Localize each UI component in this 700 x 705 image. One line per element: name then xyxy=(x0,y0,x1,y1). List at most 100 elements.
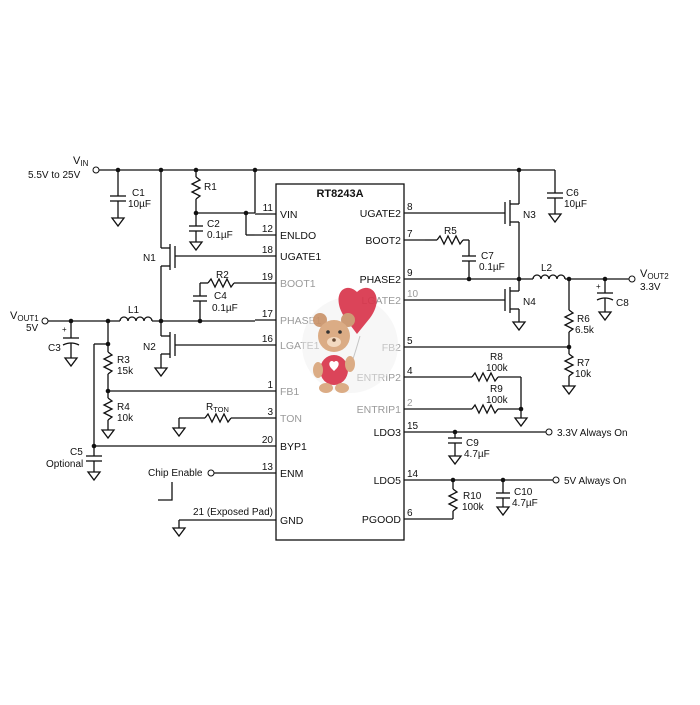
l2-name: L2 xyxy=(541,263,553,274)
r10-name: R10 xyxy=(463,491,482,502)
junction-dot xyxy=(243,210,249,216)
resistor-r5 xyxy=(425,234,469,246)
gnd-wire xyxy=(171,519,255,538)
pin-number: 21 (Exposed Pad) xyxy=(193,507,273,518)
resistor-r9 xyxy=(425,403,529,428)
r10-value: 100k xyxy=(462,502,485,513)
capacitor-c9 xyxy=(447,432,463,466)
c1-name: C1 xyxy=(132,188,145,199)
pin-number: 15 xyxy=(407,421,419,432)
pin-number: 11 xyxy=(263,203,274,214)
capacitor-c2 xyxy=(188,213,204,252)
c2-name: C2 xyxy=(207,219,220,230)
pin-number: 4 xyxy=(407,366,413,377)
ldo3-output-label: 3.3V Always On xyxy=(557,428,628,439)
chip-enable-label: Chip Enable xyxy=(148,468,203,479)
pin-number: 16 xyxy=(262,334,274,345)
c10-value: 4.7µF xyxy=(512,498,538,509)
ldo5-terminal xyxy=(552,476,560,484)
pin-name: TON xyxy=(280,413,302,425)
c5-value: Optional xyxy=(46,459,83,470)
c8-polarity: + xyxy=(596,282,601,291)
pin-name: ENLDO xyxy=(280,230,316,242)
chip-enable-terminal xyxy=(207,469,215,477)
r3-value: 15k xyxy=(117,366,134,377)
n1-name: N1 xyxy=(143,253,156,264)
ldo3-terminal xyxy=(545,428,553,436)
r5-name: R5 xyxy=(444,226,457,237)
junction-dot xyxy=(158,167,164,173)
c1-value: 10µF xyxy=(128,199,151,210)
r8-value: 100k xyxy=(486,363,509,374)
resistor-r4 xyxy=(100,391,116,440)
r4-value: 10k xyxy=(117,413,134,424)
rton-name: RTON xyxy=(206,402,229,414)
vin-range: 5.5V to 25V xyxy=(28,170,81,181)
r9-name: R9 xyxy=(490,384,503,395)
r6-name: R6 xyxy=(577,314,590,325)
mosfet-n1 xyxy=(160,232,255,320)
c6-name: C6 xyxy=(566,188,579,199)
c7-name: C7 xyxy=(481,251,494,262)
resistor-r7 xyxy=(561,347,577,396)
c9-value: 4.7µF xyxy=(464,449,490,460)
n4-name: N4 xyxy=(523,297,536,308)
c4-name: C4 xyxy=(214,291,227,302)
vout2-value: 3.3V xyxy=(640,282,661,293)
pin-number: 2 xyxy=(407,398,413,409)
r4-name: R4 xyxy=(117,402,130,413)
vout2-terminal xyxy=(628,275,636,283)
pin-name: BOOT1 xyxy=(280,278,316,290)
resistor-r8 xyxy=(425,371,522,409)
bear-watermark xyxy=(302,287,398,393)
pin-number: 12 xyxy=(262,224,274,235)
r7-value: 10k xyxy=(575,369,592,380)
pin-number: 14 xyxy=(407,469,419,480)
ic-name: RT8243A xyxy=(316,188,363,200)
c6-value: 10µF xyxy=(564,199,587,210)
pin-number: 8 xyxy=(407,202,413,213)
r1-name: R1 xyxy=(204,182,217,193)
pin-name: ENM xyxy=(280,468,303,480)
pin-name: FB1 xyxy=(280,386,299,398)
c5-name: C5 xyxy=(70,447,83,458)
vin-terminal xyxy=(92,166,100,174)
mosfet-n2 xyxy=(153,321,255,378)
junction-dot xyxy=(518,406,524,412)
pin-number: 18 xyxy=(262,245,274,256)
pin-number: 3 xyxy=(267,407,273,418)
capacitor-c3 xyxy=(62,321,80,368)
pin-number: 20 xyxy=(262,435,274,446)
capacitor-c5 xyxy=(86,446,102,482)
pin-name: BYP1 xyxy=(280,441,307,453)
vout1-value: 5V xyxy=(26,323,39,334)
r6-value: 6.5k xyxy=(575,325,595,336)
junction-dot xyxy=(197,318,203,324)
capacitor-c6 xyxy=(547,170,563,224)
inductor-l1 xyxy=(119,316,153,322)
capacitor-c10 xyxy=(495,480,511,517)
capacitor-c7 xyxy=(462,240,476,279)
capacitor-c4 xyxy=(193,283,207,320)
c7-value: 0.1µF xyxy=(479,262,505,273)
pin-number: 10 xyxy=(407,289,419,300)
c9-name: C9 xyxy=(466,438,479,449)
r8-name: R8 xyxy=(490,352,503,363)
resistor-r2 xyxy=(200,277,255,289)
inductor-l2 xyxy=(532,274,566,280)
junction-dot xyxy=(466,276,472,282)
r9-value: 100k xyxy=(486,395,509,406)
resistor-r1 xyxy=(190,170,202,213)
pin-name: ENTRIP1 xyxy=(357,404,402,416)
l1-name: L1 xyxy=(128,305,140,316)
c2-value: 0.1µF xyxy=(207,230,233,241)
n2-name: N2 xyxy=(143,342,156,353)
c3-polarity: + xyxy=(62,325,67,334)
pin-number: 13 xyxy=(262,462,274,473)
pin-name: PHASE2 xyxy=(360,274,402,286)
r2-name: R2 xyxy=(216,270,229,281)
vout1-terminal xyxy=(41,317,49,325)
mosfet-n4 xyxy=(425,279,527,332)
